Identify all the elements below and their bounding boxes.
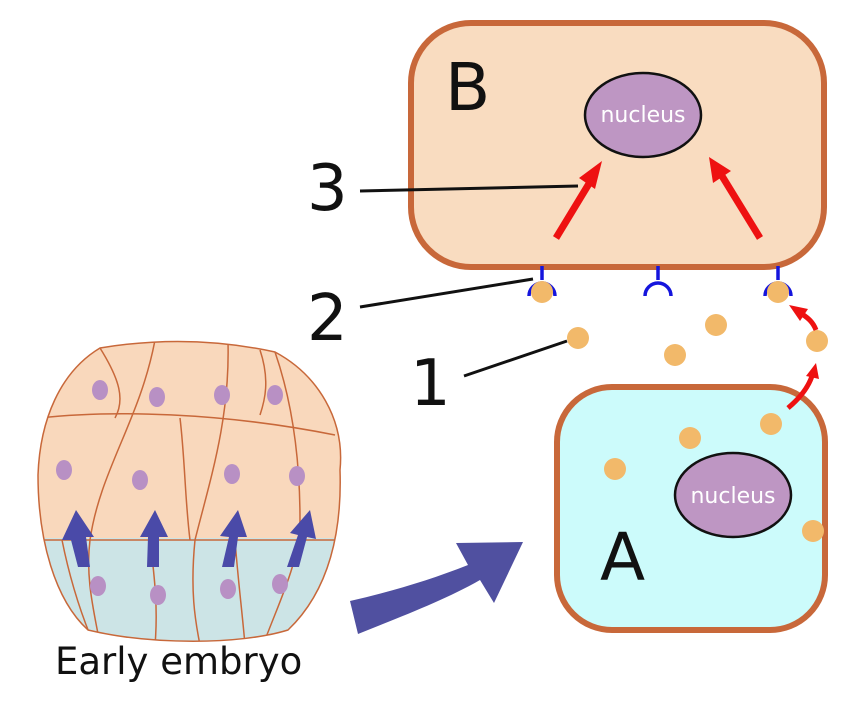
- secretion-path-arrow: [786, 305, 819, 410]
- signal-molecule-bound: [767, 281, 789, 303]
- callout-2: 2: [307, 277, 534, 356]
- cell-a-nucleus: [673, 451, 793, 539]
- induction-arrow-icon: [140, 510, 168, 567]
- induction-arrow-icon: [287, 510, 316, 567]
- big-arrow-icon: [350, 542, 523, 634]
- signal-molecule: [806, 330, 828, 352]
- signal-molecule: [604, 458, 626, 480]
- cell-a: nucleus A: [554, 384, 828, 633]
- signal-molecule: [760, 413, 782, 435]
- receptors: [527, 266, 793, 297]
- embryo-cell-boundaries: [38, 341, 341, 642]
- cell-b-nucleus: [583, 71, 703, 159]
- induction-arrow-icon: [62, 510, 94, 567]
- signal-molecules: [531, 281, 828, 542]
- receptor-icon: [643, 266, 673, 297]
- signal-molecule: [705, 314, 727, 336]
- callout-1-label: 1: [410, 347, 451, 421]
- signal-molecule: [664, 344, 686, 366]
- signal-molecule-bound: [531, 281, 553, 303]
- signal-molecule: [679, 427, 701, 449]
- embryo-outline: [37, 340, 342, 642]
- cell-b-label: B: [445, 49, 490, 126]
- induction-arrows: [62, 510, 316, 567]
- signal-molecule: [802, 520, 824, 542]
- cell-a-nucleus-label: nucleus: [690, 484, 775, 509]
- callout-2-label: 2: [307, 282, 348, 356]
- embryo-animal-region: [38, 341, 341, 540]
- embryo-cell-nuclei: [56, 380, 305, 605]
- intracellular-signal-arrow-left: [553, 161, 602, 240]
- callout-3: 3: [307, 152, 579, 226]
- signal-molecule: [567, 327, 589, 349]
- callout-1: 1: [410, 339, 568, 421]
- intracellular-signal-arrow-right: [709, 157, 763, 240]
- induction-arrow-icon: [220, 510, 247, 567]
- cell-b-nucleus-label: nucleus: [600, 103, 685, 128]
- early-embryo: Early embryo: [37, 340, 342, 683]
- cell-b: B nucleus: [408, 20, 827, 270]
- callout-3-label: 3: [307, 152, 348, 226]
- cell-a-label: A: [600, 519, 645, 596]
- embryo-caption: Early embryo: [55, 640, 302, 683]
